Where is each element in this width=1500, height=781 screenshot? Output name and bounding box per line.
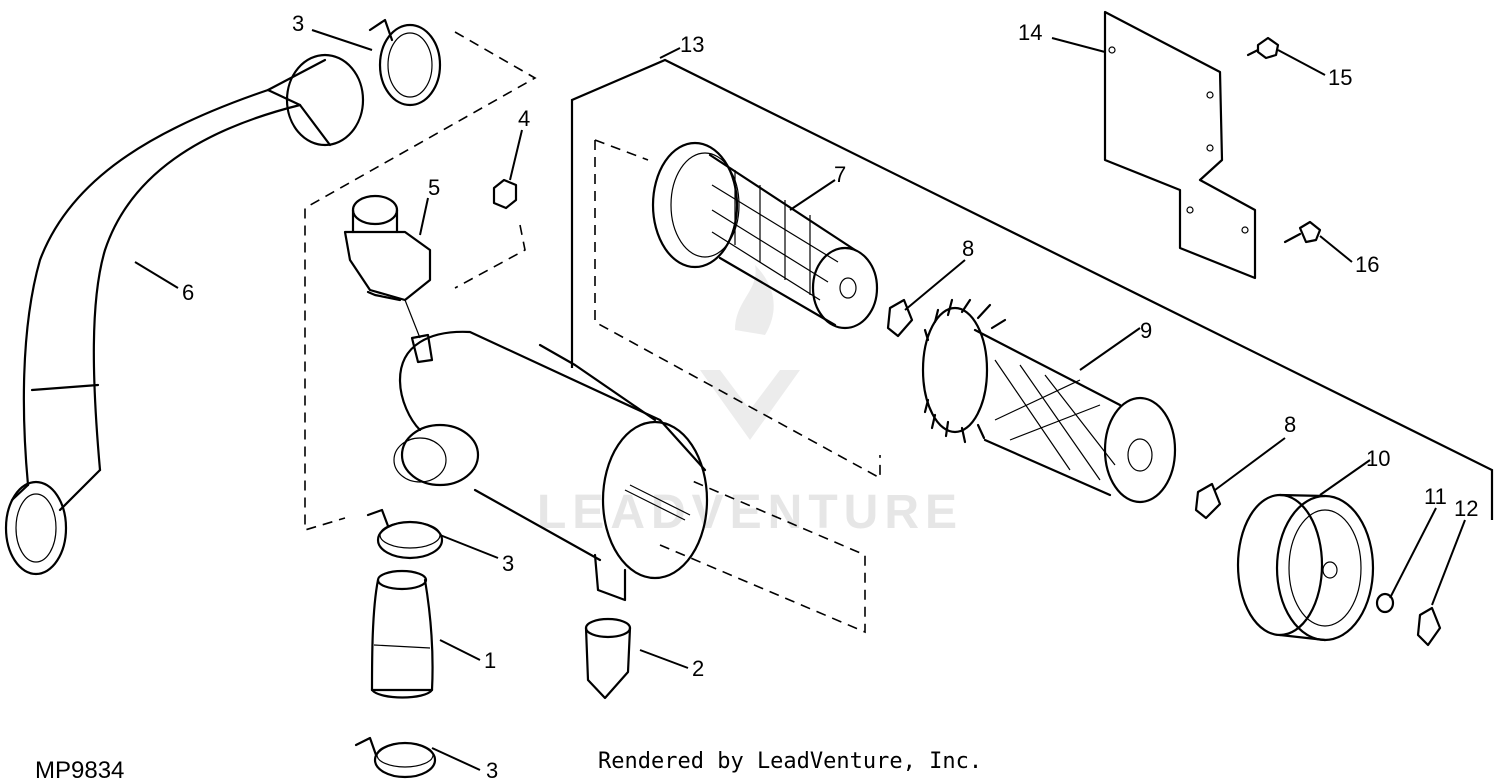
part-14-bracket [1103, 10, 1257, 280]
callout-14: 14 [1018, 20, 1042, 45]
part-8-wing-nut-upper [886, 298, 914, 338]
air-cleaner-housing [393, 330, 709, 602]
callout-7: 7 [834, 162, 846, 187]
part-10-cover [1236, 493, 1375, 642]
callout-3-middle: 3 [502, 551, 514, 576]
watermark-text: LEADVENTURE [537, 486, 963, 539]
part-4-nut [492, 178, 518, 210]
callout-8-lower: 8 [1284, 412, 1296, 437]
figure-id: MP9834 [35, 757, 124, 781]
part-12-wing-nut [1416, 606, 1442, 647]
callout-10: 10 [1366, 446, 1390, 471]
group-box-left-lower [659, 479, 866, 634]
part-11-washer [1375, 592, 1395, 614]
footer-credit: Rendered by LeadVenture, Inc. [598, 749, 982, 774]
part-1-hose [370, 569, 434, 699]
callout-16: 16 [1355, 252, 1379, 277]
callout-4: 4 [518, 106, 530, 131]
part-7-primary-filter [651, 141, 879, 330]
part-9-secondary-filter [921, 298, 1177, 504]
group-box-4 [454, 224, 526, 289]
callout-15: 15 [1328, 65, 1352, 90]
callout-9: 9 [1140, 318, 1152, 343]
part-3-clamp-middle [366, 508, 444, 560]
assembly-13-outline [570, 58, 1494, 520]
part-3-clamp-top [368, 18, 442, 107]
group-box-left [304, 31, 537, 532]
callout-13: 13 [680, 32, 704, 57]
watermark-logo-icon [700, 265, 800, 440]
callout-12: 12 [1454, 496, 1478, 521]
part-5-indicator [343, 194, 434, 364]
callout-3-bottom: 3 [486, 758, 498, 781]
watermark: LEADVENTURE [537, 265, 963, 539]
callouts: 3 3 3 1 2 4 5 6 7 8 8 9 10 11 12 13 14 1… [182, 11, 1478, 781]
part-16-bolt [1283, 220, 1322, 244]
callout-1: 1 [484, 648, 496, 673]
callout-6: 6 [182, 280, 194, 305]
part-2-small-elbow [584, 617, 632, 700]
callout-3-top: 3 [292, 11, 304, 36]
leader-lines [134, 29, 1466, 771]
part-8-wing-nut-lower [1194, 482, 1222, 520]
group-box-13-inner [594, 139, 881, 480]
callout-2: 2 [692, 656, 704, 681]
callout-11: 11 [1424, 484, 1447, 509]
callout-5: 5 [428, 175, 440, 200]
part-3-clamp-bottom [354, 736, 437, 779]
callout-8-upper: 8 [962, 236, 974, 261]
part-6-elbow-tube [4, 53, 365, 576]
part-15-bolt [1246, 36, 1280, 60]
